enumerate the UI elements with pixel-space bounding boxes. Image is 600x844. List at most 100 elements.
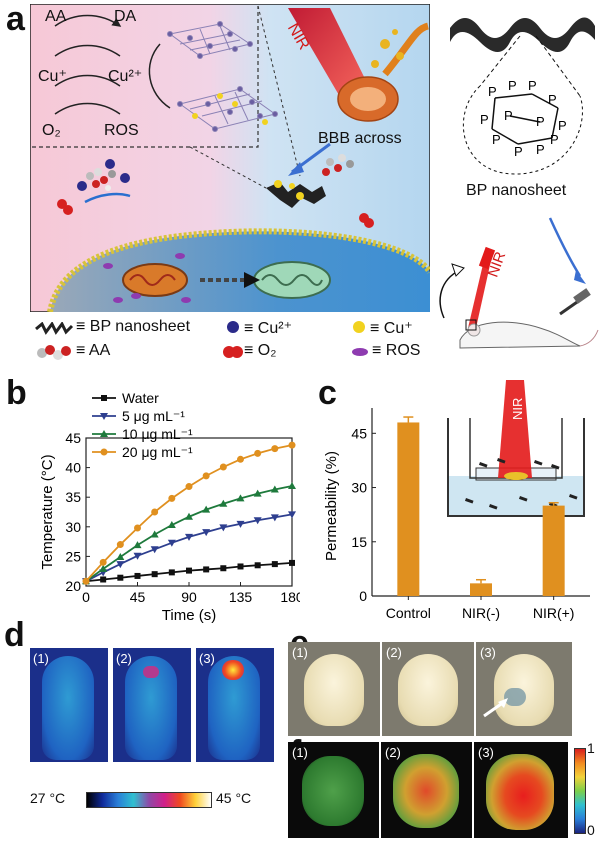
reaction-arrow bbox=[148, 43, 171, 109]
data-point bbox=[100, 576, 107, 583]
nir-beam-c bbox=[498, 380, 532, 478]
data-point bbox=[253, 517, 262, 525]
data-point bbox=[270, 485, 279, 493]
series-2 bbox=[82, 481, 296, 585]
p-lattice bbox=[491, 93, 559, 145]
x-tick-label-c: NIR(-) bbox=[462, 605, 500, 621]
legend-label: 5 μg mL⁻¹ bbox=[122, 408, 185, 424]
data-point bbox=[220, 565, 227, 572]
legend-label: 20 μg mL⁻¹ bbox=[122, 444, 193, 460]
data-point bbox=[185, 533, 193, 541]
mouse-illustration bbox=[439, 217, 599, 349]
data-point bbox=[202, 505, 211, 513]
cycle-cu2: Cu²⁺ bbox=[108, 68, 143, 85]
brain-photo-3: (3) bbox=[476, 642, 572, 736]
data-point bbox=[288, 441, 296, 449]
nanosheet-particle bbox=[488, 504, 498, 510]
data-point bbox=[100, 430, 108, 437]
cu-ions-on-sheet bbox=[192, 93, 268, 125]
data-point bbox=[99, 564, 108, 572]
y-tick-label-c: 0 bbox=[359, 588, 367, 604]
data-point bbox=[151, 571, 158, 578]
nanosheet-particle bbox=[478, 462, 488, 468]
nanosheet-particle bbox=[496, 458, 506, 464]
data-point bbox=[167, 539, 176, 547]
data-point bbox=[288, 481, 296, 489]
y-tick-label-b: 30 bbox=[65, 519, 81, 535]
scale-max-f: 1 bbox=[587, 740, 595, 756]
ros-symbol bbox=[352, 348, 368, 356]
cycle-aa: AA bbox=[45, 8, 67, 25]
aa-molecule bbox=[86, 168, 116, 191]
nir-beam-mouse bbox=[468, 256, 492, 328]
p-atom: P bbox=[488, 84, 497, 99]
legend-ros: ≡ ROS bbox=[372, 342, 421, 359]
legend-label: Water bbox=[122, 390, 159, 406]
nanosheet-particle bbox=[464, 498, 474, 504]
fluor-frame-1: (1) bbox=[288, 742, 381, 838]
legend-aa: ≡ AA bbox=[76, 342, 111, 359]
bp-lattice bbox=[167, 21, 278, 132]
brain-photo-2: (2) bbox=[382, 642, 476, 736]
colorbar-f bbox=[574, 748, 586, 834]
plot-frame-b bbox=[85, 437, 293, 587]
nanosheet-particle bbox=[518, 496, 528, 502]
svg-text:P: P bbox=[504, 108, 513, 123]
cycle-o2: O₂ bbox=[42, 122, 61, 139]
svg-text:P: P bbox=[480, 112, 489, 127]
data-point bbox=[116, 561, 125, 569]
y-tick-label-c: 30 bbox=[351, 480, 367, 496]
data-point bbox=[151, 508, 159, 516]
data-point bbox=[185, 483, 193, 491]
series-0 bbox=[83, 559, 295, 585]
data-point bbox=[101, 395, 107, 401]
transport-arrow bbox=[84, 192, 131, 204]
aa-symbol bbox=[37, 345, 71, 360]
data-point bbox=[219, 524, 228, 532]
svg-text:P: P bbox=[492, 132, 501, 147]
fluor-frame-2: (2) bbox=[381, 742, 474, 838]
fluorescence-images: (1) (2) (3) bbox=[288, 742, 568, 838]
nanosheet-particle bbox=[568, 494, 578, 500]
data-point bbox=[186, 567, 192, 574]
vessel-branch bbox=[382, 22, 430, 77]
data-point bbox=[150, 546, 159, 554]
y-tick-label-b: 40 bbox=[65, 460, 81, 476]
legend-bp: ≡ BP nanosheet bbox=[76, 318, 191, 335]
x-tick-label-b: 0 bbox=[82, 589, 90, 605]
data-point bbox=[219, 499, 228, 507]
data-point bbox=[116, 541, 124, 549]
fluor-frame-3: (3) bbox=[474, 742, 568, 838]
thermal-frame-3: (3) bbox=[196, 648, 274, 762]
x-tick-label-b: 180 bbox=[280, 589, 300, 605]
data-point bbox=[133, 541, 142, 549]
return-arrow bbox=[439, 269, 461, 319]
y-tick-label-c: 15 bbox=[351, 534, 367, 550]
cu2-symbol bbox=[227, 321, 239, 333]
data-point bbox=[253, 489, 262, 497]
cu2-ion bbox=[105, 159, 115, 169]
aa-molecule-right bbox=[322, 154, 354, 176]
cycle-da: DA bbox=[114, 8, 137, 25]
data-point bbox=[254, 449, 262, 457]
panel-a-label: a bbox=[6, 0, 25, 38]
data-point bbox=[100, 413, 108, 420]
bp-nanosheet-title: BP nanosheet bbox=[466, 182, 567, 199]
thermal-images: (1) (2) (3) bbox=[30, 648, 274, 762]
inset-border bbox=[32, 6, 259, 148]
target-box bbox=[465, 319, 477, 331]
data-point bbox=[134, 524, 141, 532]
legend-cu1: ≡ Cu⁺ bbox=[370, 320, 413, 337]
bp-sheet-3d bbox=[450, 17, 595, 52]
x-tick-label-b: 135 bbox=[229, 589, 253, 605]
data-point bbox=[99, 558, 107, 566]
data-point bbox=[203, 566, 210, 573]
nir-label-c: NIR bbox=[510, 398, 525, 420]
data-point bbox=[82, 577, 90, 585]
nanosheet-particle bbox=[550, 464, 560, 470]
data-point bbox=[288, 511, 296, 519]
data-point bbox=[271, 445, 279, 453]
panel-d-label: d bbox=[4, 616, 25, 654]
